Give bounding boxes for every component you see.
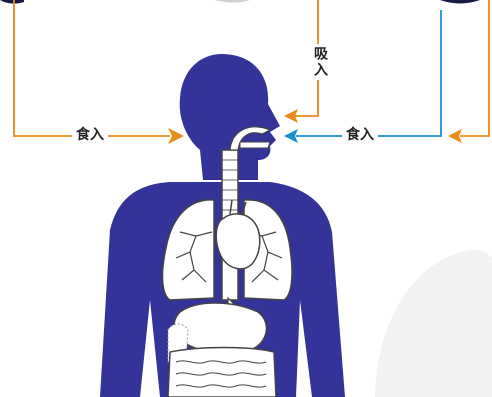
left-intake-path bbox=[14, 0, 170, 136]
background-watermark-shape bbox=[375, 250, 492, 397]
food-intake-label-left: 食入 bbox=[72, 127, 108, 144]
intestines bbox=[168, 348, 276, 397]
top-right-arc bbox=[440, 0, 480, 4]
top-center-arc bbox=[215, 0, 250, 3]
far-right-intake-path bbox=[460, 0, 489, 136]
mouth-cavity bbox=[240, 142, 270, 148]
orange-arrow-icon bbox=[168, 128, 184, 144]
orange-arrow-icon bbox=[448, 129, 462, 143]
internal-organs bbox=[163, 127, 292, 397]
food-intake-label-right: 食入 bbox=[342, 127, 378, 144]
top-left-arc bbox=[0, 0, 24, 4]
inhale-label: 吸入 bbox=[308, 44, 328, 80]
blue-arrow-icon bbox=[284, 129, 298, 143]
